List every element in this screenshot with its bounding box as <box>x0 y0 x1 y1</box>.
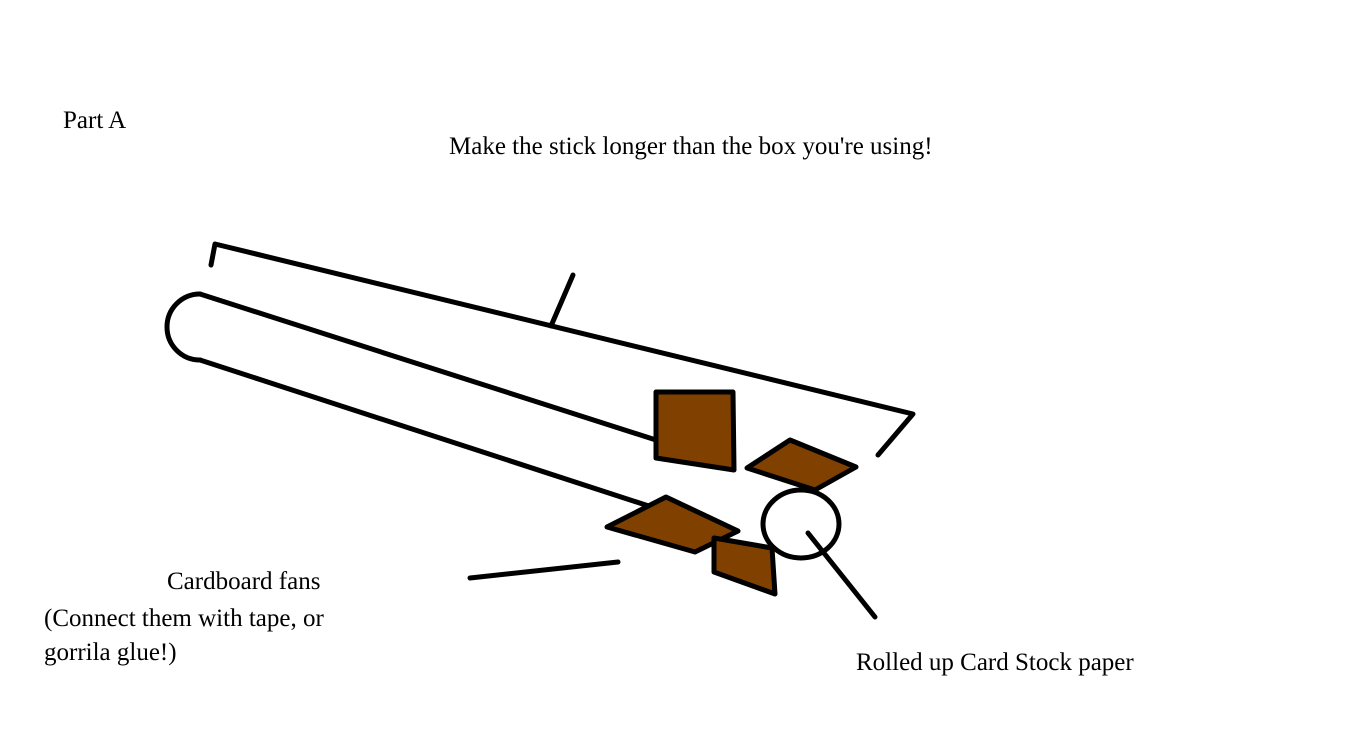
stick-loop <box>164 291 203 363</box>
fans-pointer <box>467 559 621 581</box>
fan-blade-2 <box>744 437 859 493</box>
fans-note-line1: (Connect them with tape, or <box>44 605 324 632</box>
length-bracket <box>208 241 916 458</box>
part-label: Part A <box>63 107 127 134</box>
roll-pointer <box>805 530 878 620</box>
fan-blade-3 <box>604 494 741 555</box>
fans-note-line2: gorrila glue!) <box>44 639 177 666</box>
stick-top-edge <box>197 291 659 443</box>
rolled-paper-circle <box>760 487 842 561</box>
fan-blade-1 <box>653 389 737 473</box>
fan-blade-4 <box>711 535 778 597</box>
roll-label: Rolled up Card Stock paper <box>856 649 1134 676</box>
stick-bottom-edge <box>197 357 658 511</box>
bracket-pointer <box>548 272 576 329</box>
stick-note: Make the stick longer than the box you'r… <box>449 133 933 160</box>
fans-title: Cardboard fans <box>167 568 321 595</box>
